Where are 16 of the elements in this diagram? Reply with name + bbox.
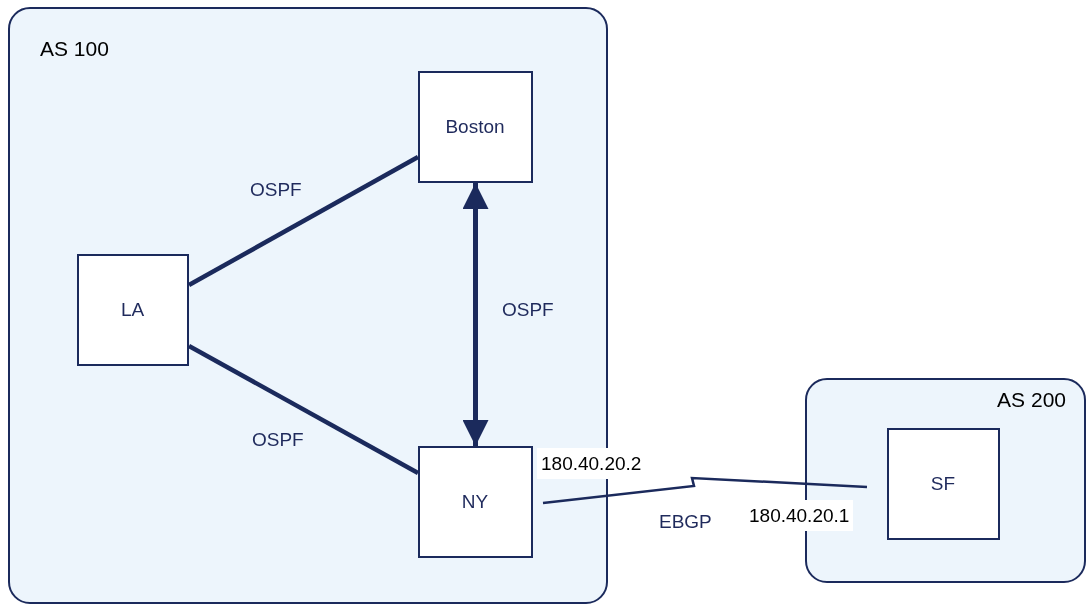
router-label: SF [929, 472, 957, 495]
router-box [417, 70, 533, 183]
router-label: NY [460, 490, 490, 513]
edge-label: OSPF [252, 430, 304, 449]
area-label: AS 100 [40, 37, 109, 61]
edge-label: OSPF [250, 180, 302, 199]
area-label: AS 200 [997, 388, 1066, 412]
router-box [76, 253, 189, 366]
router-label: LA [119, 298, 146, 321]
router-box [886, 427, 1000, 540]
double-arrow [462, 183, 489, 446]
edge-label: OSPF [502, 300, 554, 319]
edge-label: EBGP [659, 512, 712, 531]
serial-link [542, 476, 868, 505]
router-label: Boston [444, 115, 506, 138]
router-box [417, 445, 533, 558]
